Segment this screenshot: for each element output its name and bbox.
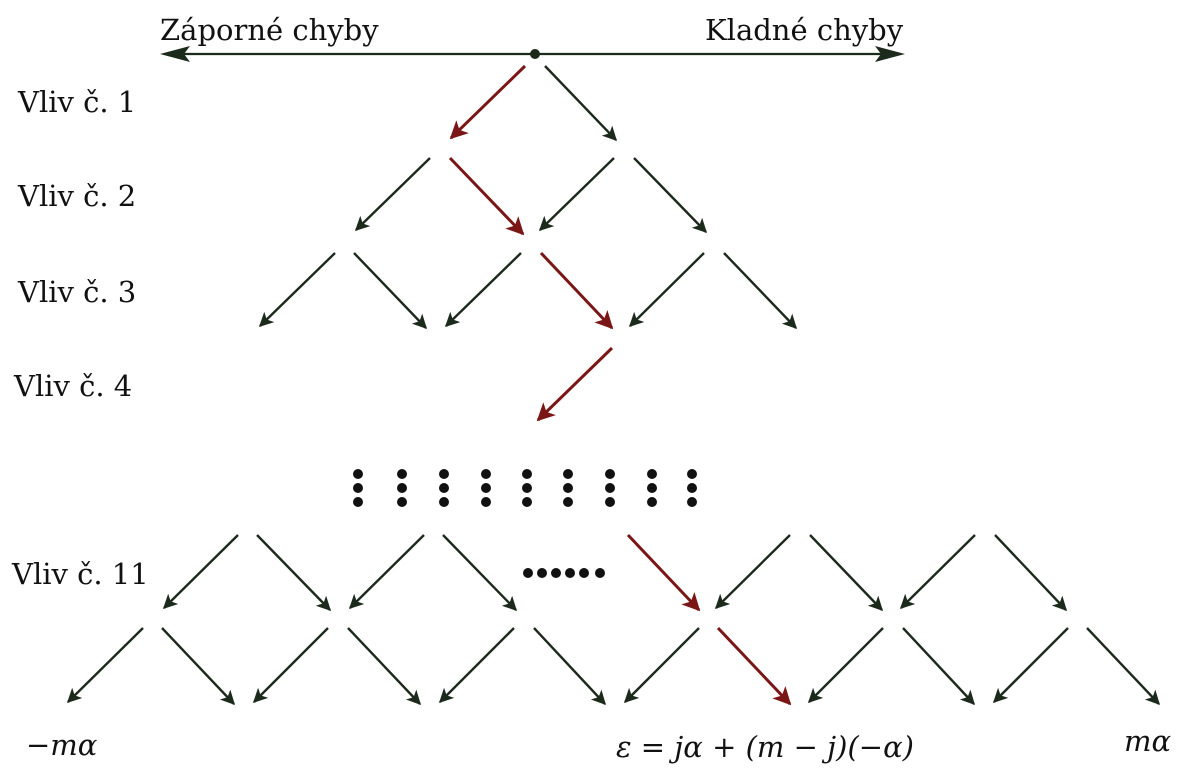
arrow-l4 bbox=[536, 346, 614, 422]
dot bbox=[397, 469, 407, 479]
arrow-b-5 bbox=[438, 627, 515, 704]
arrow-l3-1 bbox=[258, 252, 336, 328]
dot bbox=[563, 497, 573, 507]
vertical-ellipsis-dots bbox=[353, 469, 697, 507]
arrow-l11-1 bbox=[162, 534, 239, 610]
dot bbox=[647, 469, 657, 479]
dot bbox=[605, 483, 615, 493]
arrow-l1-right bbox=[544, 65, 617, 142]
dot bbox=[605, 497, 615, 507]
arrow-b-9 bbox=[807, 627, 884, 704]
level-label-11: Vliv č. 11 bbox=[12, 557, 149, 591]
arrow-b-6 bbox=[533, 627, 606, 706]
dot bbox=[439, 483, 449, 493]
dot bbox=[523, 568, 533, 578]
arrow-l3-5 bbox=[628, 252, 705, 328]
dot bbox=[522, 497, 532, 507]
arrow-l11-6 bbox=[714, 534, 791, 610]
arrow-l2-1 bbox=[354, 157, 431, 232]
arrow-l11-5 bbox=[626, 533, 701, 612]
dot bbox=[579, 568, 589, 578]
arrow-l2-3 bbox=[538, 157, 615, 232]
dot bbox=[537, 568, 547, 578]
min-error-label: −mα bbox=[26, 728, 98, 762]
dot bbox=[522, 469, 532, 479]
arrow-b-8 bbox=[716, 626, 792, 706]
arrow-b-3 bbox=[252, 627, 329, 704]
level-label-1: Vliv č. 1 bbox=[18, 85, 137, 119]
dot bbox=[397, 497, 407, 507]
dot bbox=[439, 497, 449, 507]
arrow-l11-4 bbox=[442, 534, 518, 612]
error-axis bbox=[160, 46, 905, 62]
dot bbox=[595, 568, 605, 578]
arrow-l11-2 bbox=[256, 534, 332, 612]
dot bbox=[353, 483, 363, 493]
dot bbox=[647, 497, 657, 507]
dot bbox=[687, 469, 697, 479]
dot bbox=[647, 483, 657, 493]
arrow-l1-left bbox=[449, 64, 527, 140]
level-label-4: Vliv č. 4 bbox=[14, 369, 133, 403]
arrow-b-2 bbox=[161, 627, 235, 706]
dot bbox=[522, 483, 532, 493]
level-label-2: Vliv č. 2 bbox=[18, 179, 137, 213]
negative-errors-label: Záporné chyby bbox=[160, 13, 379, 47]
dot bbox=[565, 568, 575, 578]
dot bbox=[481, 497, 491, 507]
dot bbox=[605, 469, 615, 479]
arrow-l11-8 bbox=[899, 534, 976, 610]
arrow-b-11 bbox=[992, 627, 1069, 704]
arrow-l2-4 bbox=[633, 157, 708, 234]
arrow-b-1 bbox=[66, 627, 144, 704]
axis-right-arrowhead-icon bbox=[875, 46, 905, 62]
dot bbox=[551, 568, 561, 578]
dot bbox=[563, 469, 573, 479]
dot bbox=[439, 469, 449, 479]
origin-point bbox=[530, 49, 540, 59]
dot bbox=[353, 497, 363, 507]
arrow-b-10 bbox=[902, 627, 975, 706]
dot bbox=[481, 469, 491, 479]
horizontal-ellipsis-dots bbox=[523, 568, 605, 578]
arrow-l3-2 bbox=[353, 252, 427, 330]
arrow-b-12 bbox=[1086, 627, 1160, 706]
positive-errors-label: Kladné chyby bbox=[705, 13, 904, 47]
arrow-l11-9 bbox=[994, 534, 1067, 612]
level-label-3: Vliv č. 3 bbox=[18, 275, 137, 309]
arrow-b-7 bbox=[623, 627, 700, 704]
dot bbox=[397, 483, 407, 493]
arrow-l11-3 bbox=[348, 534, 425, 610]
arrow-l3-3 bbox=[444, 252, 522, 328]
arrow-l11-7 bbox=[809, 534, 883, 612]
dot bbox=[687, 497, 697, 507]
error-formula-label: ε = jα + (m − j)(−α) bbox=[616, 730, 914, 764]
arrow-l3-4 bbox=[539, 251, 614, 330]
dot bbox=[353, 469, 363, 479]
arrow-l3-6 bbox=[723, 252, 797, 330]
arrow-b-4 bbox=[347, 627, 421, 706]
dot bbox=[563, 483, 573, 493]
dot bbox=[687, 483, 697, 493]
axis-left-arrowhead-icon bbox=[160, 46, 190, 62]
dot bbox=[481, 483, 491, 493]
max-error-label: mα bbox=[1124, 724, 1172, 758]
arrow-l2-2 bbox=[448, 156, 525, 236]
